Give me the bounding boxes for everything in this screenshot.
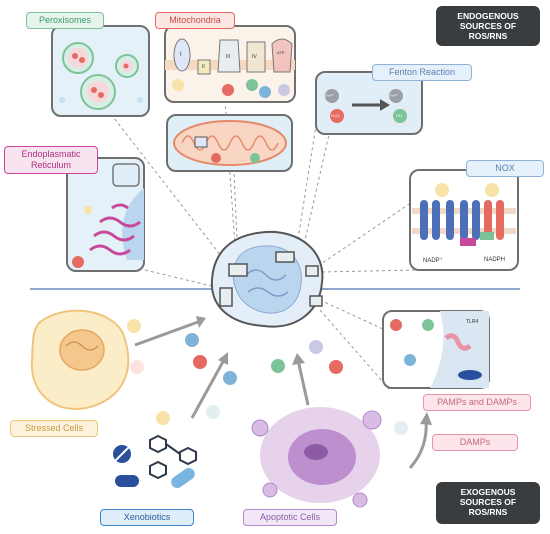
label-peroxisomes: Peroxisomes: [26, 12, 104, 29]
label-pamps-damps: PAMPs and DAMPs: [423, 394, 531, 411]
er-panel: [66, 157, 145, 272]
label-fenton: Fenton Reaction: [372, 64, 472, 81]
label-nox: NOX: [466, 160, 544, 177]
central-cell: [210, 230, 324, 328]
label-er: Endoplasmatic Reticulum: [4, 146, 98, 174]
banner-endogenous: ENDOGENOUS SOURCES OF ROS/RNS: [436, 6, 540, 46]
nox-nadph: NADPH: [484, 257, 506, 263]
banner-exogenous: EXOGENOUS SOURCES OF ROS/RNS: [436, 482, 540, 524]
xenobiotics-drawing: [113, 352, 228, 489]
fenton-oh: OH: [396, 113, 402, 118]
fenton-fe3: Fe³⁺: [390, 93, 399, 98]
complex-ii: II: [202, 64, 205, 70]
peroxisomes-panel: [51, 25, 150, 117]
pamps-panel: [382, 310, 490, 389]
pamps-tlr4: TLR4: [466, 319, 479, 325]
fenton-panel: [315, 71, 423, 135]
label-stressed-cells: Stressed Cells: [10, 420, 98, 437]
stressed-cell: [30, 309, 206, 410]
mitochondrion-panel: [166, 114, 293, 172]
complex-i: I: [180, 52, 182, 58]
nox-panel: [409, 169, 519, 271]
apoptotic-cell: [251, 353, 432, 508]
mitochondria-panel: [164, 25, 296, 103]
molecule-dots: [127, 319, 408, 435]
fenton-h2o2: H₂O₂: [331, 113, 341, 118]
complex-atp: ATP: [277, 50, 285, 55]
nox-nadp: NADP⁺: [423, 258, 443, 264]
label-mitochondria: Mitochondria: [155, 12, 235, 29]
fenton-fe2: Fe²⁺: [326, 93, 335, 98]
label-damps: DAMPs: [432, 434, 518, 451]
complex-iv: IV: [252, 54, 257, 60]
label-apoptotic-cells: Apoptotic Cells: [243, 509, 337, 526]
complex-iii: III: [226, 54, 231, 60]
label-xenobiotics: Xenobiotics: [100, 509, 194, 526]
